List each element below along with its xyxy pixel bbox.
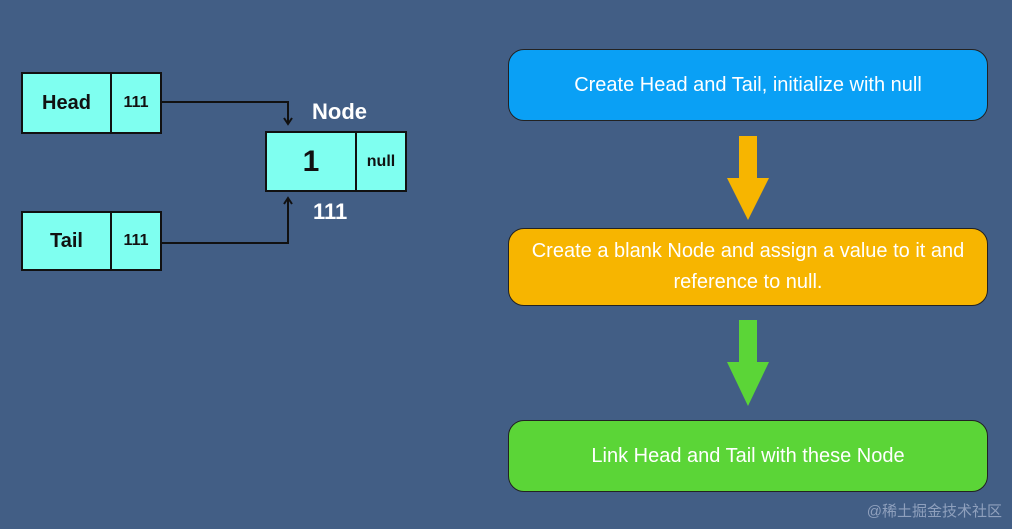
flow-arrow-2 [727,320,769,406]
step-box-create-node: Create a blank Node and assign a value t… [508,228,988,306]
step-box-create-head-tail: Create Head and Tail, initialize with nu… [508,49,988,121]
node-title: Node [312,99,367,124]
node-value-cell: 1 [265,131,357,192]
step-box-link-head-tail: Link Head and Tail with these Node [508,420,988,492]
tail-to-node-connector [162,196,293,244]
head-to-node-connector [162,101,293,126]
step-text-create-node: Create a blank Node and assign a value t… [531,240,965,293]
flow-arrow-1-shaft [739,136,757,181]
node-next-cell: null [355,131,407,192]
flow-arrow-1 [727,136,769,220]
flow-arrow-2-head [727,362,769,406]
head-address: 111 [123,94,149,111]
node-next: null [366,152,396,170]
tail-label: Tail [50,229,83,252]
head-address-cell: 111 [110,72,162,134]
head-label: Head [42,91,91,114]
tail-address: 111 [123,232,149,249]
node-value: 1 [302,144,320,178]
head-label-cell: Head [21,72,112,134]
step-text-create-head-tail: Create Head and Tail, initialize with nu… [574,73,922,96]
watermark: @稀土掘金技术社区 [866,503,1002,520]
node-address: 111 [313,199,348,224]
flow-arrow-1-head [727,178,769,220]
flow-arrow-2-shaft [739,320,757,365]
step-text-link-head-tail: Link Head and Tail with these Node [591,444,905,467]
tail-label-cell: Tail [21,211,112,271]
tail-address-cell: 111 [110,211,162,271]
